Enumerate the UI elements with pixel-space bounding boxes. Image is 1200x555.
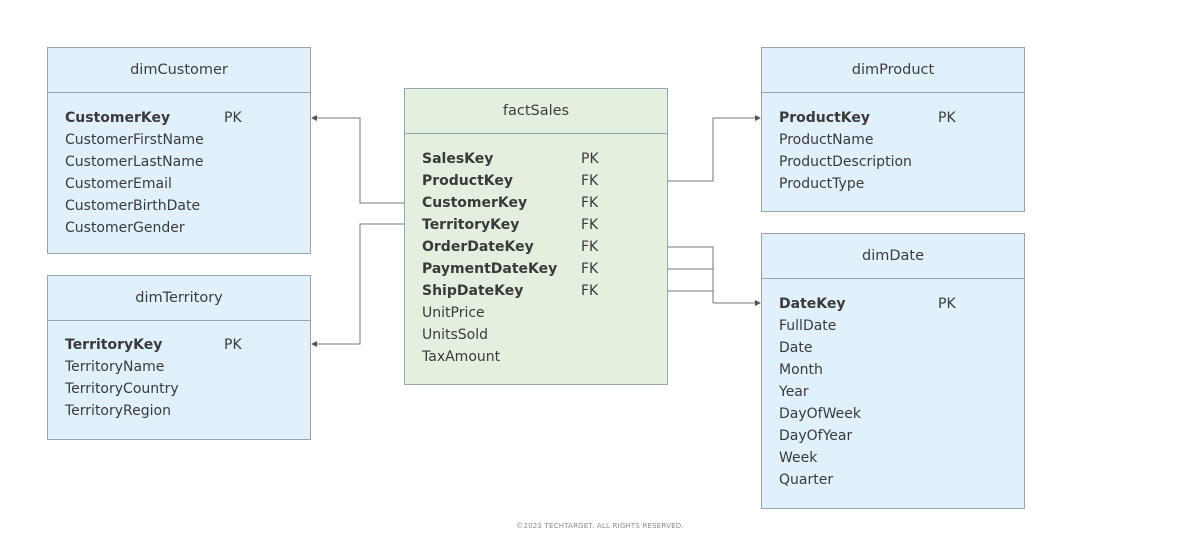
column-name: SalesKey — [422, 151, 494, 167]
column-row[interactable]: ProductKey FK — [422, 170, 667, 192]
column-row[interactable]: Year — [779, 381, 1024, 403]
column-name: CustomerKey — [65, 110, 171, 126]
link-factsales-dimdate-order — [668, 246, 714, 303]
column-name: DateKey — [779, 296, 846, 312]
column-key-badge: FK — [581, 195, 599, 211]
column-name: ProductName — [779, 132, 874, 148]
column-key-badge: PK — [938, 110, 956, 126]
column-name: TerritoryKey — [65, 337, 163, 353]
column-row[interactable]: DateKey PK — [779, 293, 1024, 315]
table-dimterritory[interactable]: dimTerritory TerritoryKey PK TerritoryName… — [47, 275, 311, 440]
column-row[interactable]: CustomerKey FK — [422, 192, 667, 214]
column-name: FullDate — [779, 318, 837, 334]
column-row[interactable]: TerritoryKey FK — [422, 214, 667, 236]
column-row[interactable]: CustomerGender — [65, 217, 310, 239]
column-row[interactable]: UnitsSold — [422, 324, 667, 346]
column-row[interactable]: ProductKey PK — [779, 107, 1024, 129]
column-row[interactable]: TerritoryKey PK — [65, 334, 310, 356]
column-key-badge: FK — [581, 239, 599, 255]
column-name: DayOfYear — [779, 428, 853, 444]
column-name: Quarter — [779, 472, 834, 488]
column-name: TerritoryRegion — [65, 403, 171, 419]
column-row[interactable]: CustomerBirthDate — [65, 195, 310, 217]
table-title: dimCustomer — [48, 48, 310, 93]
column-key-badge: FK — [581, 173, 599, 189]
column-row[interactable]: CustomerLastName — [65, 151, 310, 173]
link-factsales-dimproduct — [668, 115, 761, 182]
column-name: ProductType — [779, 176, 865, 192]
column-row[interactable]: Quarter — [779, 469, 1024, 491]
column-name: Week — [779, 450, 818, 466]
column-name: TerritoryCountry — [65, 381, 179, 397]
column-name: TerritoryKey — [422, 217, 520, 233]
column-key-badge: PK — [224, 337, 242, 353]
column-name: PaymentDateKey — [422, 261, 558, 277]
column-key-badge: FK — [581, 283, 599, 299]
column-row[interactable]: FullDate — [779, 315, 1024, 337]
copyright-footer: ©2023 TECHTARGET. ALL RIGHTS RESERVED. — [516, 522, 684, 530]
column-name: OrderDateKey — [422, 239, 534, 255]
column-name: Date — [779, 340, 813, 356]
column-row[interactable]: CustomerFirstName — [65, 129, 310, 151]
table-title: dimTerritory — [48, 276, 310, 321]
column-name: CustomerBirthDate — [65, 198, 201, 214]
column-row[interactable]: Week — [779, 447, 1024, 469]
column-row[interactable]: TerritoryRegion — [65, 400, 310, 422]
column-name: CustomerKey — [422, 195, 528, 211]
column-name: Month — [779, 362, 823, 378]
column-row[interactable]: PaymentDateKey FK — [422, 258, 667, 280]
column-name: CustomerFirstName — [65, 132, 204, 148]
column-key-badge: FK — [581, 261, 599, 277]
column-row[interactable]: SalesKey PK — [422, 148, 667, 170]
column-row[interactable]: Date — [779, 337, 1024, 359]
column-name: TaxAmount — [422, 349, 501, 365]
column-name: ShipDateKey — [422, 283, 524, 299]
column-key-badge: PK — [938, 296, 956, 312]
column-name: CustomerEmail — [65, 176, 172, 192]
table-dimcustomer[interactable]: dimCustomer CustomerKey PK CustomerFirstNa… — [47, 47, 311, 254]
table-title: factSales — [405, 89, 667, 134]
column-name: UnitPrice — [422, 305, 485, 321]
column-row[interactable]: TaxAmount — [422, 346, 667, 368]
column-name: Year — [779, 384, 809, 400]
column-row[interactable]: CustomerKey PK — [65, 107, 310, 129]
column-row[interactable]: DayOfYear — [779, 425, 1024, 447]
table-title: dimProduct — [762, 48, 1024, 93]
column-name: ProductKey — [779, 110, 870, 126]
table-title: dimDate — [762, 234, 1024, 279]
column-row[interactable]: DayOfWeek — [779, 403, 1024, 425]
column-key-badge: PK — [581, 151, 599, 167]
column-name: CustomerGender — [65, 220, 185, 236]
column-row[interactable]: CustomerEmail — [65, 173, 310, 195]
column-row[interactable]: TerritoryName — [65, 356, 310, 378]
column-row[interactable]: Month — [779, 359, 1024, 381]
column-row[interactable]: OrderDateKey FK — [422, 236, 667, 258]
column-row[interactable]: ShipDateKey FK — [422, 280, 667, 302]
column-name: UnitsSold — [422, 327, 489, 343]
link-factsales-dimterritory — [311, 223, 404, 347]
column-row[interactable]: UnitPrice — [422, 302, 667, 324]
column-name: ProductKey — [422, 173, 513, 189]
column-name: DayOfWeek — [779, 406, 861, 422]
column-row[interactable]: ProductDescription — [779, 151, 1024, 173]
column-row[interactable]: ProductName — [779, 129, 1024, 151]
column-row[interactable]: TerritoryCountry — [65, 378, 310, 400]
column-name: CustomerLastName — [65, 154, 204, 170]
column-name: ProductDescription — [779, 154, 912, 170]
link-factsales-dimcustomer — [311, 115, 404, 204]
column-row[interactable]: ProductType — [779, 173, 1024, 195]
column-name: TerritoryName — [65, 359, 165, 375]
column-key-badge: PK — [224, 110, 242, 126]
column-key-badge: FK — [581, 217, 599, 233]
